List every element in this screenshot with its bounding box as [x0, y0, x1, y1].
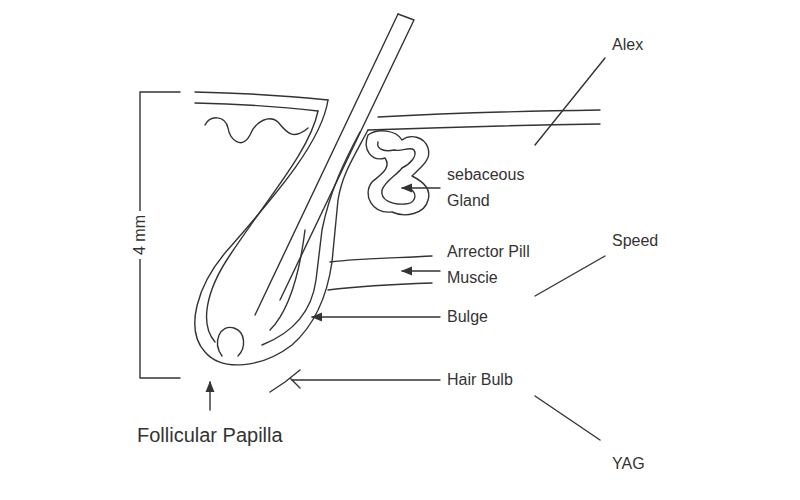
pointer-line: [292, 379, 440, 380]
sebaceous-gland: [366, 131, 429, 215]
laser-label: Alex: [612, 32, 643, 58]
inner-sheath: [262, 132, 360, 345]
leader-line: [535, 396, 600, 440]
hair-shaft: [255, 14, 398, 315]
part-label: Follicular Papilla: [137, 422, 283, 448]
skin-surface: [368, 124, 600, 130]
inner-sheath: [207, 111, 318, 342]
skin-surface: [195, 92, 328, 100]
hair-bulb-bracket: [270, 370, 300, 392]
leader-line: [535, 256, 605, 296]
pointer-arrow: [402, 187, 440, 188]
pointer-arrow: [312, 316, 440, 317]
part-label: sebaceous Gland: [447, 162, 547, 214]
arrector-muscle: [330, 256, 432, 262]
follicular-papilla: [218, 327, 244, 356]
part-label: Hair Bulb: [447, 367, 513, 393]
arrector-muscle: [328, 283, 432, 290]
leader-line: [535, 58, 605, 145]
pointer-arrow: [402, 270, 440, 271]
part-label: Arrector Pill Muscie: [447, 239, 559, 291]
sebaceous-gland: [378, 142, 415, 204]
skin-surface: [195, 103, 318, 111]
epidermal-ridge: [205, 118, 308, 143]
laser-label: Speed: [612, 228, 658, 254]
dimension-label: 4 mm: [130, 211, 150, 259]
part-label: Bulge: [447, 304, 488, 330]
follicle-wall: [195, 100, 368, 365]
skin-surface: [378, 110, 600, 117]
inner-sheath: [270, 230, 305, 330]
pointer-arrow: [209, 382, 210, 410]
laser-label: YAG: [612, 451, 645, 477]
